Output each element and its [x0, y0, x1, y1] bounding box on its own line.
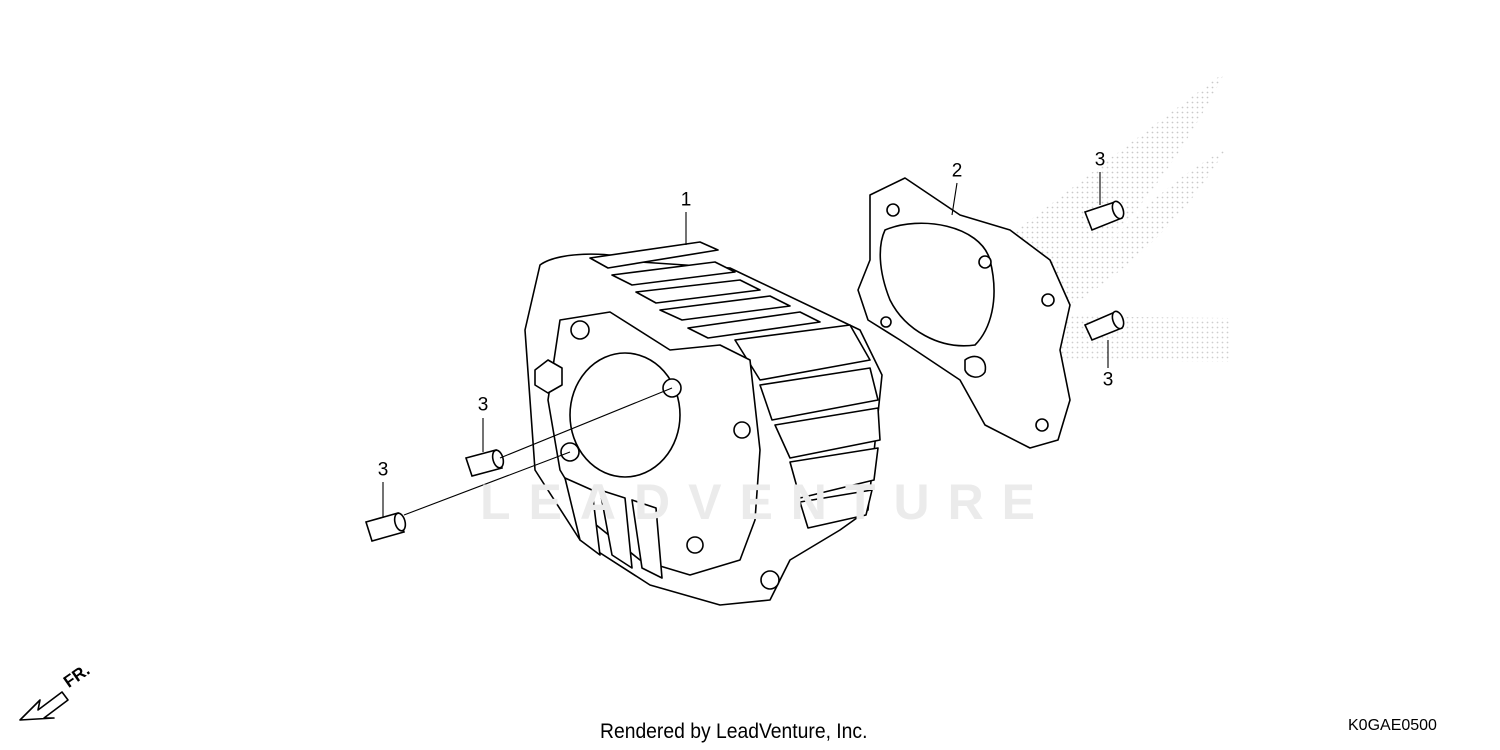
callout-dowel-left-lower[interactable]: 3	[377, 459, 389, 481]
callout-dowel-upper-right[interactable]: 3	[1094, 149, 1106, 171]
callout-dowel-left-upper[interactable]: 3	[477, 394, 489, 416]
callout-dowel-lower-right[interactable]: 3	[1102, 369, 1114, 391]
dowel-pin-left-upper[interactable]	[464, 449, 505, 477]
diagram-code: K0GAE0500	[1348, 717, 1437, 734]
leader-lines	[382, 172, 1109, 518]
gasket-part[interactable]	[857, 177, 1071, 449]
watermark-text: LEADVENTURE	[480, 474, 1054, 530]
callout-gasket[interactable]: 2	[951, 160, 963, 182]
cylinder-part[interactable]	[524, 241, 883, 606]
front-arrow-icon	[19, 691, 69, 721]
dowel-pin-lower-right[interactable]	[1083, 310, 1126, 342]
render-credit: Rendered by LeadVenture, Inc.	[600, 720, 868, 743]
dowel-pin-left-lower[interactable]	[364, 512, 407, 542]
callout-cylinder[interactable]: 1	[680, 189, 692, 211]
dowel-pin-upper-right[interactable]	[1083, 200, 1126, 232]
